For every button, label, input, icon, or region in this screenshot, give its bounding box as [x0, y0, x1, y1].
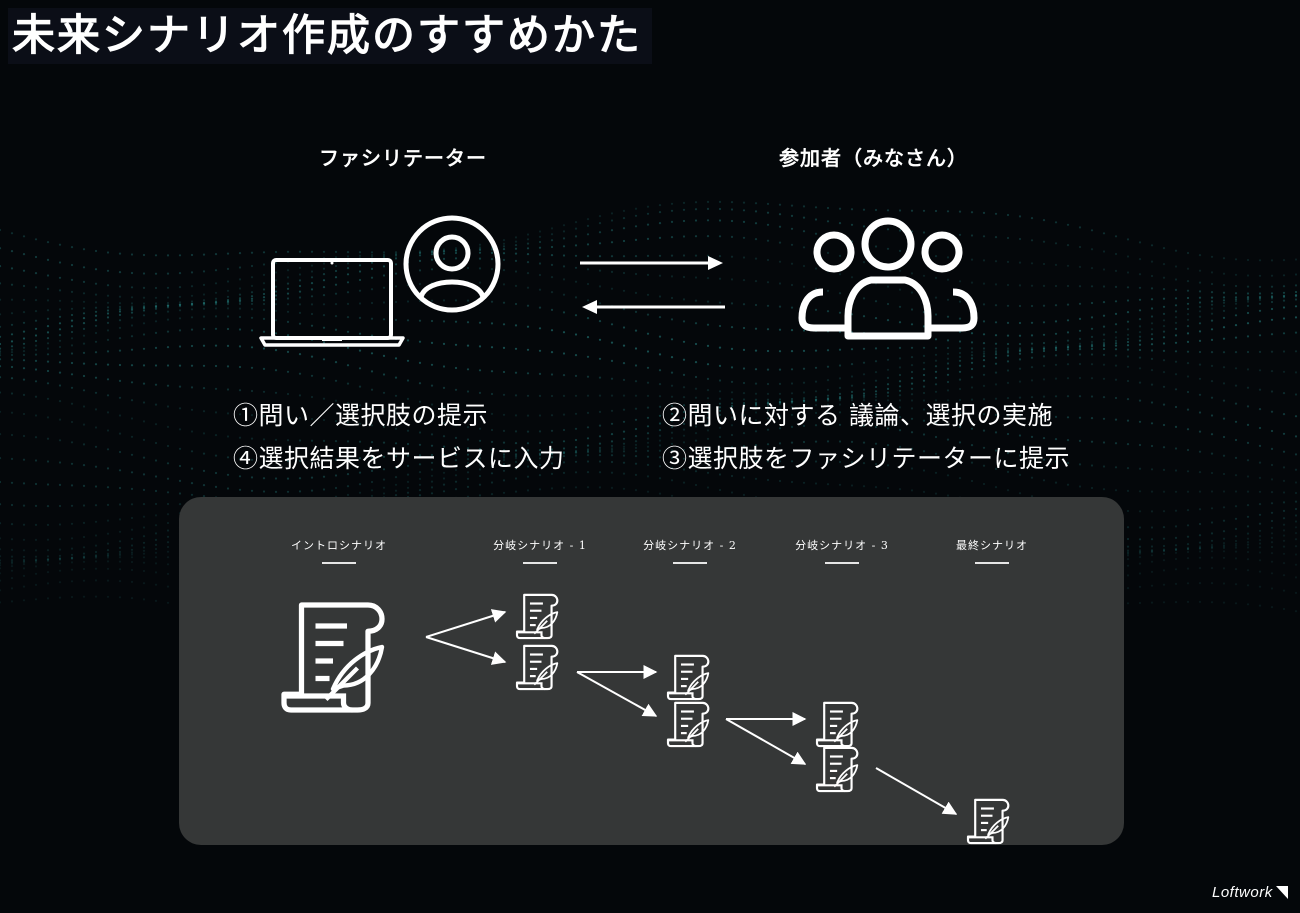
step-3-text: ③選択肢をファシリテーターに提示	[662, 444, 1071, 473]
scroll-quill-icon	[666, 701, 710, 748]
flow-arrow-icon	[576, 671, 658, 717]
column-rule	[523, 562, 557, 564]
facilitator-label: ファシリテーター	[319, 146, 487, 170]
flow-arrow-icon	[425, 609, 507, 638]
column-rule	[975, 562, 1009, 564]
step-1-text: ①問い／選択肢の提示	[233, 401, 489, 430]
column-rule	[825, 562, 859, 564]
scroll-quill-icon	[815, 701, 859, 748]
flow-arrow-icon	[425, 636, 507, 665]
group-icon	[798, 217, 978, 340]
column-label-branch-1: 分岐シナリオ - 1	[493, 539, 587, 552]
scroll-quill-icon	[284, 605, 382, 710]
column-label-intro: イントロシナリオ	[291, 539, 387, 552]
brand-logo-mark	[1276, 886, 1288, 899]
column-rule	[322, 562, 356, 564]
scroll-quill-icon	[666, 654, 710, 701]
arrow-left-icon	[582, 300, 725, 314]
scroll-quill-icon	[966, 798, 1010, 845]
column-label-final: 最終シナリオ	[956, 539, 1028, 552]
column-rule	[673, 562, 707, 564]
page-title: 未来シナリオ作成のすすめかた	[8, 8, 652, 64]
flow-arrow-icon	[875, 767, 958, 815]
flow-arrow-icon	[725, 718, 807, 765]
scroll-quill-icon	[815, 746, 859, 793]
scroll-quill-icon	[515, 593, 559, 640]
arrow-right-icon	[580, 256, 723, 270]
column-label-branch-3: 分岐シナリオ - 3	[795, 539, 889, 552]
scroll-quill-icon	[515, 644, 559, 691]
user-circle-icon	[403, 215, 501, 313]
brand-logo: Loftwork	[1212, 884, 1273, 901]
exchange-arrows	[580, 256, 725, 314]
step-4-text: ④選択結果をサービスに入力	[233, 444, 565, 473]
laptop-icon	[259, 258, 405, 347]
participants-label: 参加者（みなさん）	[779, 146, 968, 170]
step-2-text: ②問いに対する 議論、選択の実施	[662, 401, 1053, 430]
column-label-branch-2: 分岐シナリオ - 2	[643, 539, 737, 552]
